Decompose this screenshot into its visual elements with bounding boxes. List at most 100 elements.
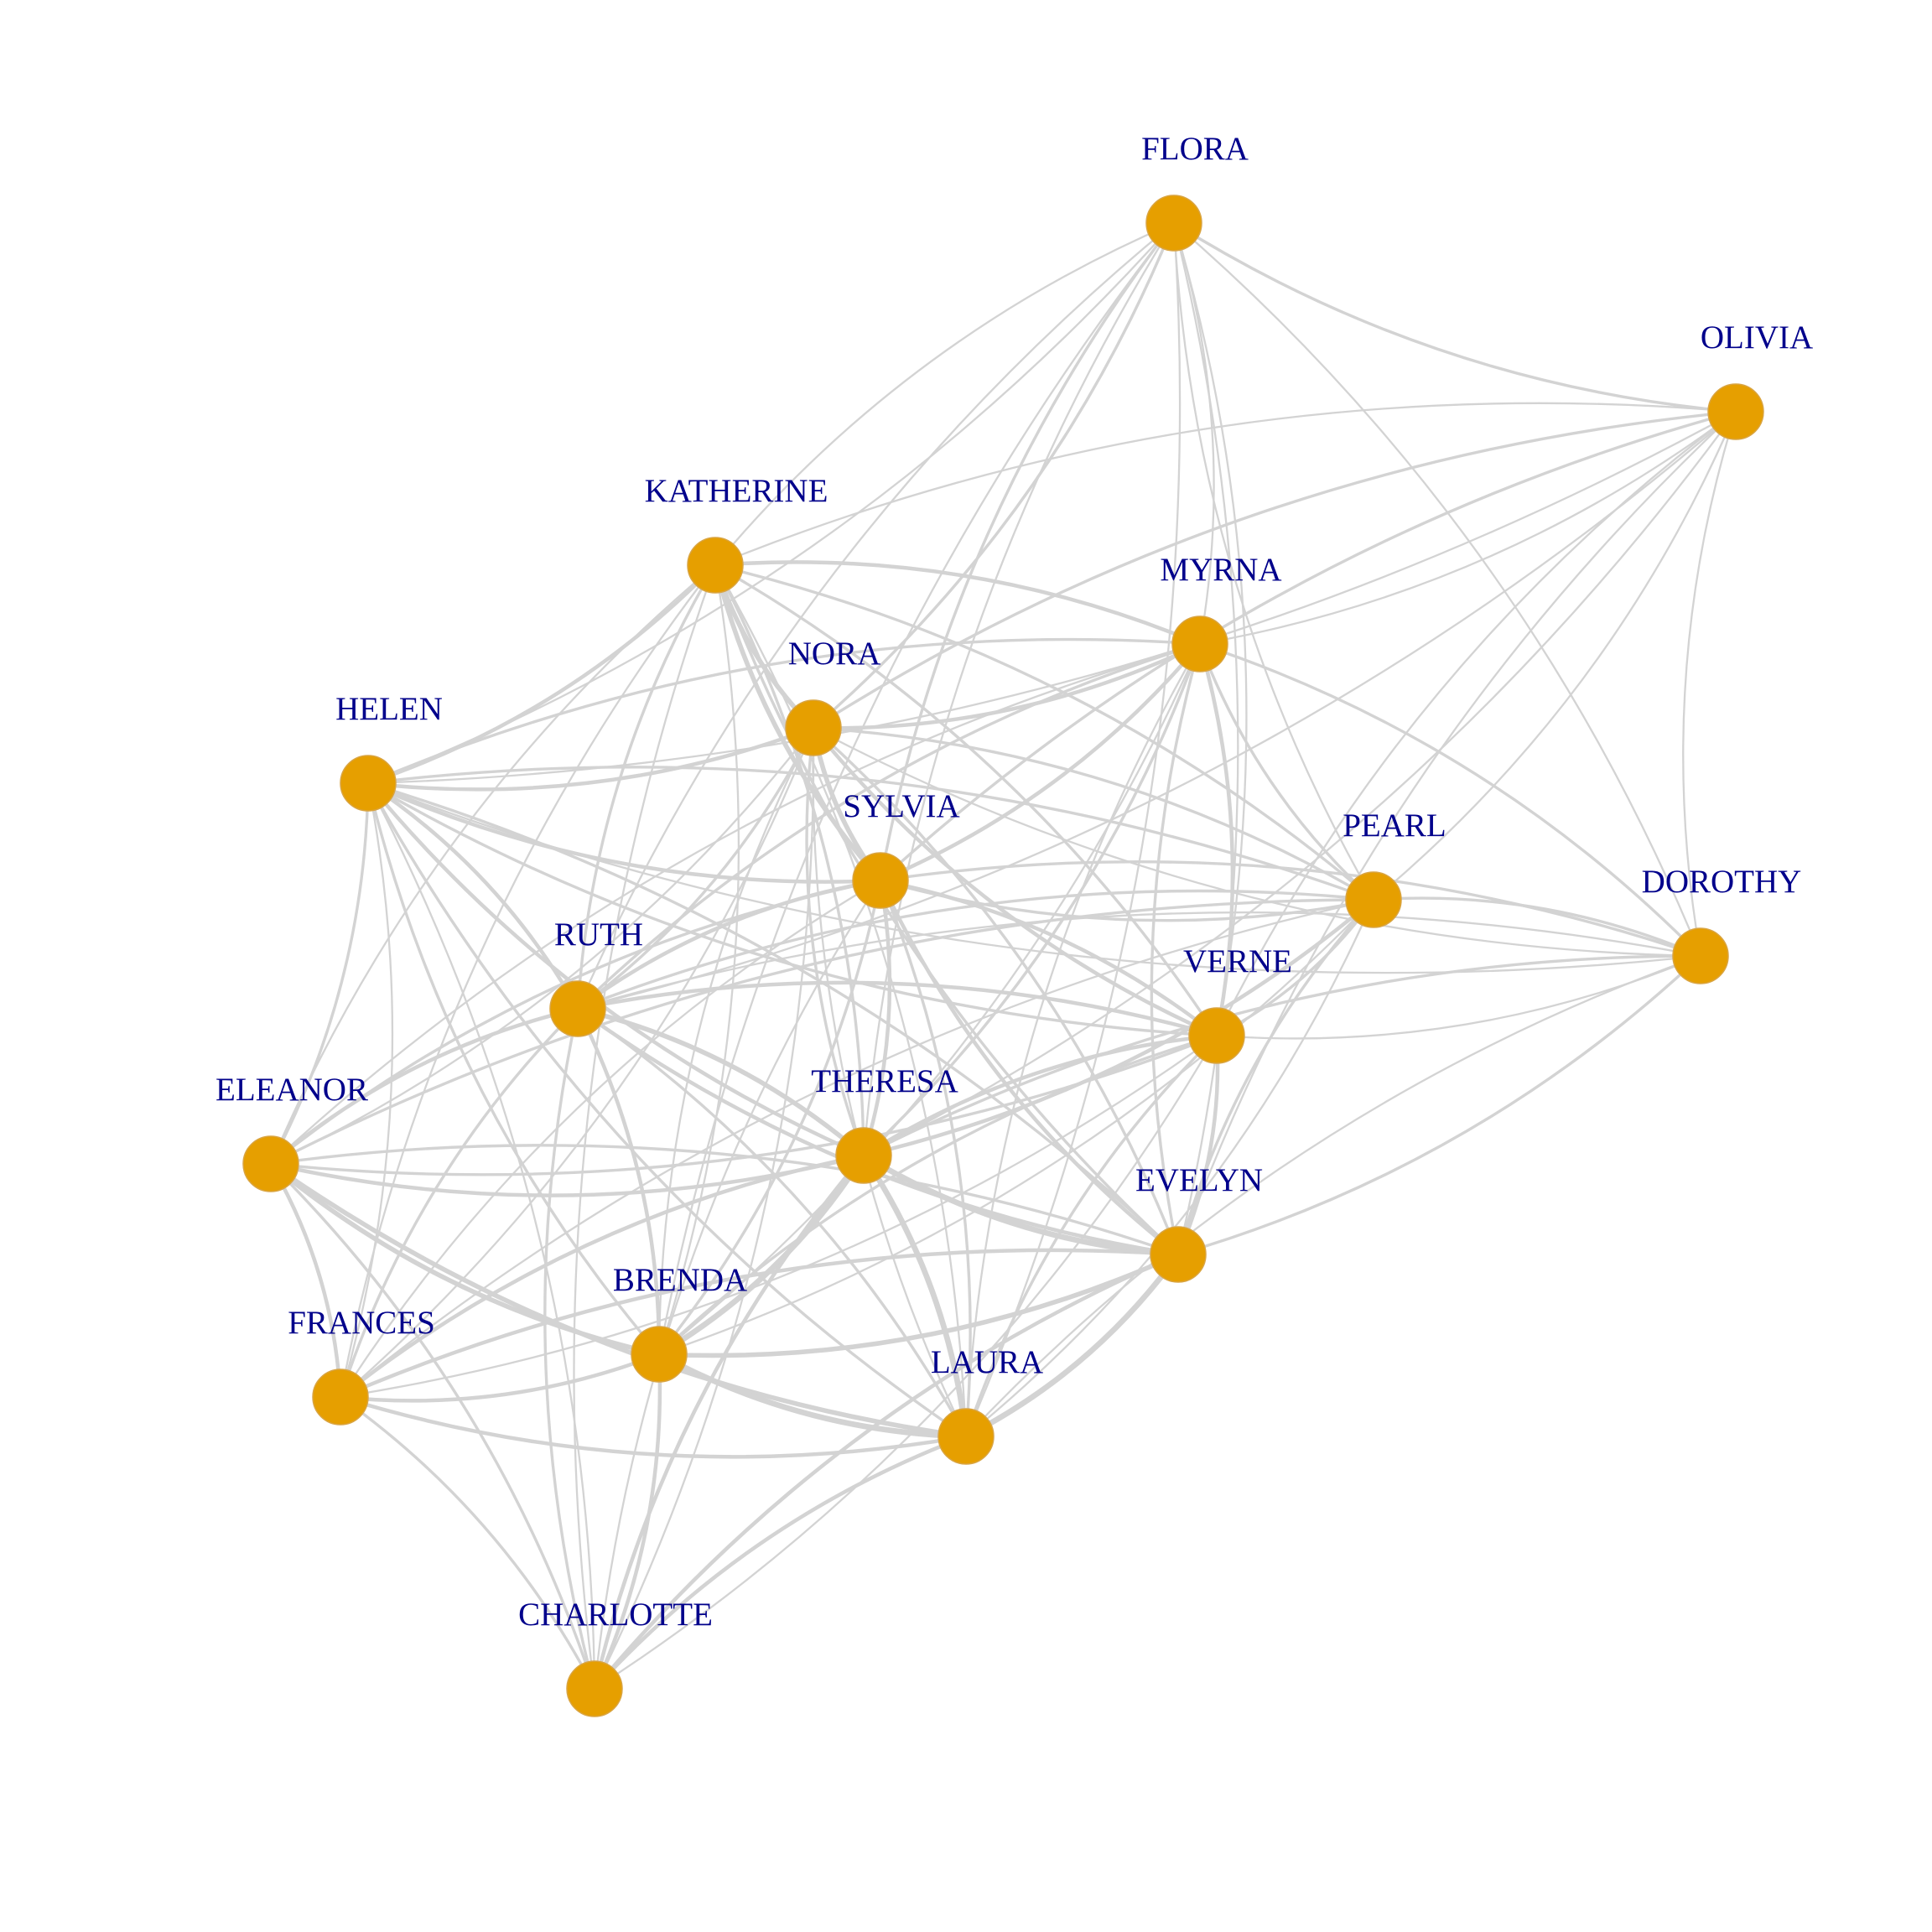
edge-eleanor-evelyn — [269, 1144, 1180, 1256]
edge-flora-evelyn — [1172, 221, 1239, 1256]
edge-ruth-verne — [575, 980, 1219, 1038]
edge-myrna-verne — [1197, 641, 1235, 1038]
edge-helen-frances — [339, 782, 394, 1399]
edge-ruth-eleanor — [268, 1006, 580, 1166]
node-label-myrna: MYRNA — [1160, 552, 1281, 588]
node-label-katherine: KATHERINE — [645, 473, 828, 509]
edge-ruth-laura — [576, 1007, 968, 1438]
edge-flora-katherine — [714, 221, 1176, 567]
edge-flora-brenda — [657, 221, 1176, 1356]
edge-verne-evelyn — [1176, 1033, 1220, 1257]
edge-myrna-helen — [366, 637, 1202, 785]
node-label-flora: FLORA — [1141, 131, 1249, 167]
edge-verne-laura — [964, 1034, 1218, 1438]
edge-evelyn-brenda — [657, 1252, 1181, 1358]
edge-sylvia-laura — [879, 879, 972, 1438]
edge-nora-evelyn — [812, 726, 1180, 1256]
edge-olivia-myrna — [1198, 410, 1737, 646]
edge-olivia-evelyn — [1176, 410, 1737, 1256]
edge-myrna-sylvia — [878, 641, 1202, 883]
edge-nora-charlotte — [593, 726, 815, 1690]
edge-theresa-charlotte — [592, 1153, 866, 1691]
edge-flora-verne — [1172, 221, 1248, 1037]
edge-flora-dorothy — [1172, 221, 1702, 958]
node-brenda — [631, 1326, 688, 1383]
node-label-laura: LAURA — [931, 1344, 1043, 1380]
edge-myrna-dorothy — [1198, 642, 1702, 958]
edge-flora-ruth — [576, 221, 1176, 1010]
edge-eleanor-charlotte — [269, 1162, 596, 1690]
node-label-brenda: BRENDA — [613, 1262, 747, 1298]
edge-olivia-nora — [812, 410, 1737, 730]
edge-sylvia-charlotte — [593, 879, 882, 1690]
node-eleanor — [242, 1135, 299, 1192]
edge-olivia-helen — [366, 410, 1737, 785]
edge-katherine-charlotte — [573, 564, 717, 1690]
node-dorothy — [1672, 927, 1729, 984]
edge-helen-pearl — [366, 766, 1375, 901]
node-label-helen: HELEN — [335, 691, 443, 727]
node-label-sylvia: SYLVIA — [843, 788, 959, 824]
edge-katherine-myrna — [713, 560, 1202, 647]
node-label-pearl: PEARL — [1343, 808, 1446, 844]
node-verne — [1188, 1007, 1245, 1064]
edge-theresa-frances — [338, 1153, 866, 1400]
edge-evelyn-laura — [963, 1251, 1182, 1440]
edge-flora-laura — [964, 221, 1182, 1438]
edge-olivia-sylvia — [879, 410, 1737, 882]
edge-sylvia-theresa — [861, 878, 892, 1158]
edge-helen-eleanor — [269, 782, 370, 1166]
edge-helen-sylvia — [366, 781, 883, 884]
edge-frances-charlotte — [339, 1395, 596, 1690]
edge-eleanor-frances — [268, 1161, 343, 1400]
node-label-charlotte: CHARLOTTE — [518, 1597, 713, 1633]
edge-flora-olivia — [1172, 221, 1737, 413]
edge-flora-pearl — [1172, 221, 1375, 901]
node-label-theresa: THERESA — [811, 1063, 958, 1099]
node-olivia — [1707, 383, 1764, 440]
edge-evelyn-charlotte — [592, 1252, 1181, 1691]
node-label-nora: NORA — [788, 636, 881, 672]
edge-myrna-evelyn — [1150, 642, 1202, 1256]
edge-laura-charlotte — [592, 1434, 969, 1691]
node-label-olivia: OLIVIA — [1701, 319, 1813, 356]
edge-katherine-laura — [714, 564, 968, 1438]
edge-theresa-laura — [860, 1152, 969, 1440]
node-nora — [785, 699, 842, 756]
node-label-ruth: RUTH — [554, 917, 643, 953]
edge-brenda-charlotte — [592, 1352, 662, 1691]
edge-nora-brenda — [657, 726, 815, 1356]
edge-ruth-brenda — [575, 1006, 662, 1357]
node-katherine — [687, 537, 744, 594]
edge-olivia-theresa — [862, 410, 1737, 1157]
edge-olivia-ruth — [576, 410, 1737, 1010]
edge-olivia-dorothy — [1682, 410, 1737, 958]
edge-dorothy-laura — [964, 954, 1702, 1438]
edge-pearl-dorothy — [1372, 896, 1702, 958]
node-label-verne: VERNE — [1183, 943, 1292, 979]
edge-nora-theresa — [805, 726, 865, 1157]
edge-brenda-frances — [338, 1352, 662, 1403]
edge-olivia-katherine — [714, 402, 1737, 567]
edge-myrna-pearl — [1198, 642, 1375, 901]
edge-nora-pearl — [812, 726, 1375, 901]
node-label-evelyn: EVELYN — [1135, 1162, 1263, 1198]
edge-pearl-eleanor — [269, 898, 1375, 1166]
edge-pearl-ruth — [576, 889, 1375, 1010]
edge-sylvia-verne — [878, 878, 1219, 1038]
edge-flora-theresa — [862, 221, 1176, 1157]
edge-dorothy-theresa — [862, 954, 1702, 1157]
edge-verne-charlotte — [593, 1034, 1218, 1690]
edges-layer — [268, 221, 1737, 1691]
edge-helen-laura — [366, 782, 968, 1438]
edge-sylvia-dorothy — [879, 860, 1702, 958]
node-myrna — [1171, 615, 1228, 673]
edge-verne-brenda — [657, 1034, 1218, 1356]
node-evelyn — [1150, 1226, 1207, 1283]
node-ruth — [549, 980, 606, 1037]
edge-myrna-nora — [811, 641, 1202, 730]
node-sylvia — [852, 852, 909, 909]
node-laura — [937, 1408, 995, 1465]
